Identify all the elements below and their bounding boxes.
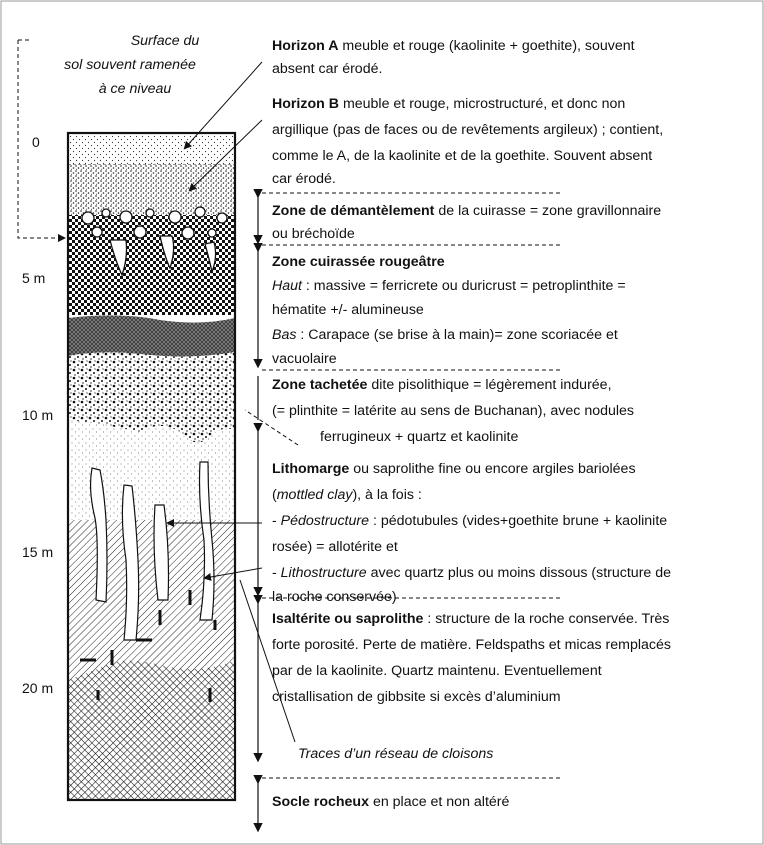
tachetee-line1: Zone tachetée dite pisolithique = légère… [272, 374, 612, 397]
lithomarge-line1: Lithomarge ou saprolithe fine ou encore … [272, 458, 636, 481]
cuirassee-haut-label: Haut [272, 278, 302, 294]
pedostructure-text: : pédotubules (vides+goethite brune + ka… [369, 513, 668, 529]
litho-marks [80, 590, 217, 702]
socle-title: Socle rocheux [272, 794, 369, 810]
horizon-b-line4: car érodé. [272, 171, 336, 187]
horizon-a-line2: absent car érodé. [272, 61, 383, 77]
surface-label-2: sol souvent ramenée [64, 57, 196, 73]
pedostructure-line1: - Pédostructure : pédotubules (vides+goe… [272, 510, 667, 533]
pedotubules [89, 461, 215, 641]
tachetee-text1: dite pisolithique = légèrement indurée, [367, 377, 612, 393]
cuirassee-haut-line2: hématite +/- alumineuse [272, 302, 424, 318]
demantelement-line2: ou bréchoïde [272, 226, 355, 242]
cuirassee-bas-label: Bas [272, 327, 297, 343]
surface-label-3: à ce niveau [98, 81, 172, 97]
lithostructure-label: Lithostructure [280, 565, 367, 581]
gravel-blobs [81, 206, 228, 277]
surface-pointer [17, 39, 66, 242]
pedostructure-label: Pédostructure [280, 513, 369, 529]
horizon-a-title: Horizon A [272, 38, 339, 54]
depth-15m: 15 m [22, 544, 54, 560]
lithostructure-line2: la roche conservée) [272, 589, 397, 605]
cuirassee-bas-line1: Bas : Carapace (se brise à la main)= zon… [272, 324, 618, 347]
pedostructure-line2: rosée) = allotérite et [272, 539, 398, 555]
tachetee-line2: (= plinthite = latérite au sens de Bucha… [272, 403, 635, 419]
horizon-b-line2: argillique (pas de faces ou de revêtemen… [272, 122, 664, 138]
lithomarge-mottled: mottled clay [276, 487, 353, 503]
pedostructure-pre: - [272, 513, 281, 529]
tachetee-line3: ferrugineux + quartz et kaolinite [320, 429, 519, 445]
lithostructure-pre: - [272, 565, 281, 581]
lithostructure-text: avec quartz plus ou moins dissous (struc… [366, 565, 672, 581]
horizon-b-line1: Horizon B meuble et rouge, microstructur… [272, 93, 625, 116]
cuirassee-haut-text: : massive = ferricrete ou duricrust = pe… [301, 278, 626, 294]
demantelement-title: Zone de démantèlement [272, 203, 435, 219]
cuirassee-haut-line1: Haut : massive = ferricrete ou duricrust… [272, 275, 626, 298]
depth-5m: 5 m [22, 270, 46, 286]
isalterite-line4: cristallisation de gibbsite si excès d’a… [272, 689, 561, 705]
traces-label: Traces d’un réseau de cloisons [298, 746, 494, 762]
surface-label-1: Surface du [130, 33, 200, 49]
socle-text1: en place et non altéré [369, 794, 510, 810]
lithomarge-title: Lithomarge [272, 461, 350, 477]
depth-0: 0 [32, 134, 40, 150]
isalterite-line3: par de la kaolinite. Quartz maintenu. Ev… [272, 663, 602, 679]
demantelement-line1: Zone de démantèlement de la cuirasse = z… [272, 200, 661, 223]
horizon-b-line3: comme le A, de la kaolinite et de la goe… [272, 148, 653, 164]
soil-column [68, 133, 235, 800]
horizon-b-text1: meuble et rouge, microstructuré, et donc… [339, 96, 626, 112]
isalterite-text1: : structure de la roche conservée. Très [423, 611, 670, 627]
isalterite-line2: forte porosité. Perte de matière. Feldsp… [272, 637, 672, 653]
zone-separators [262, 192, 560, 779]
horizon-a-text1: meuble et rouge (kaolinite + goethite), … [338, 38, 635, 54]
socle-line1: Socle rocheux en place et non altéré [272, 791, 509, 814]
lithomarge-text1: ou saprolithe fine ou encore argiles bar… [349, 461, 636, 477]
pointer-arrows [166, 61, 299, 743]
depth-10m: 10 m [22, 407, 54, 423]
cuirassee-bas-line2: vacuolaire [272, 351, 337, 367]
tachetee-title: Zone tachetée [272, 377, 368, 393]
lithomarge-line2-pre: ( [272, 487, 277, 503]
horizon-a-line1: Horizon A meuble et rouge (kaolinite + g… [272, 35, 635, 58]
lithostructure-line1: - Lithostructure avec quartz plus ou moi… [272, 562, 671, 585]
lithomarge-line2-post: ), à la fois : [352, 487, 422, 503]
isalterite-line1: Isaltérite ou saprolithe : structure de … [272, 608, 669, 631]
horizon-b-title: Horizon B [272, 96, 339, 112]
demantelement-text1: de la cuirasse = zone gravillonnaire [434, 203, 662, 219]
depth-20m: 20 m [22, 680, 54, 696]
isalterite-title: Isaltérite ou saprolithe [272, 611, 424, 627]
cuirassee-title: Zone cuirassée rougeâtre [272, 254, 445, 270]
cuirassee-bas-text: : Carapace (se brise à la main)= zone sc… [296, 327, 618, 343]
lithomarge-line2: (mottled clay), à la fois : [272, 484, 422, 507]
